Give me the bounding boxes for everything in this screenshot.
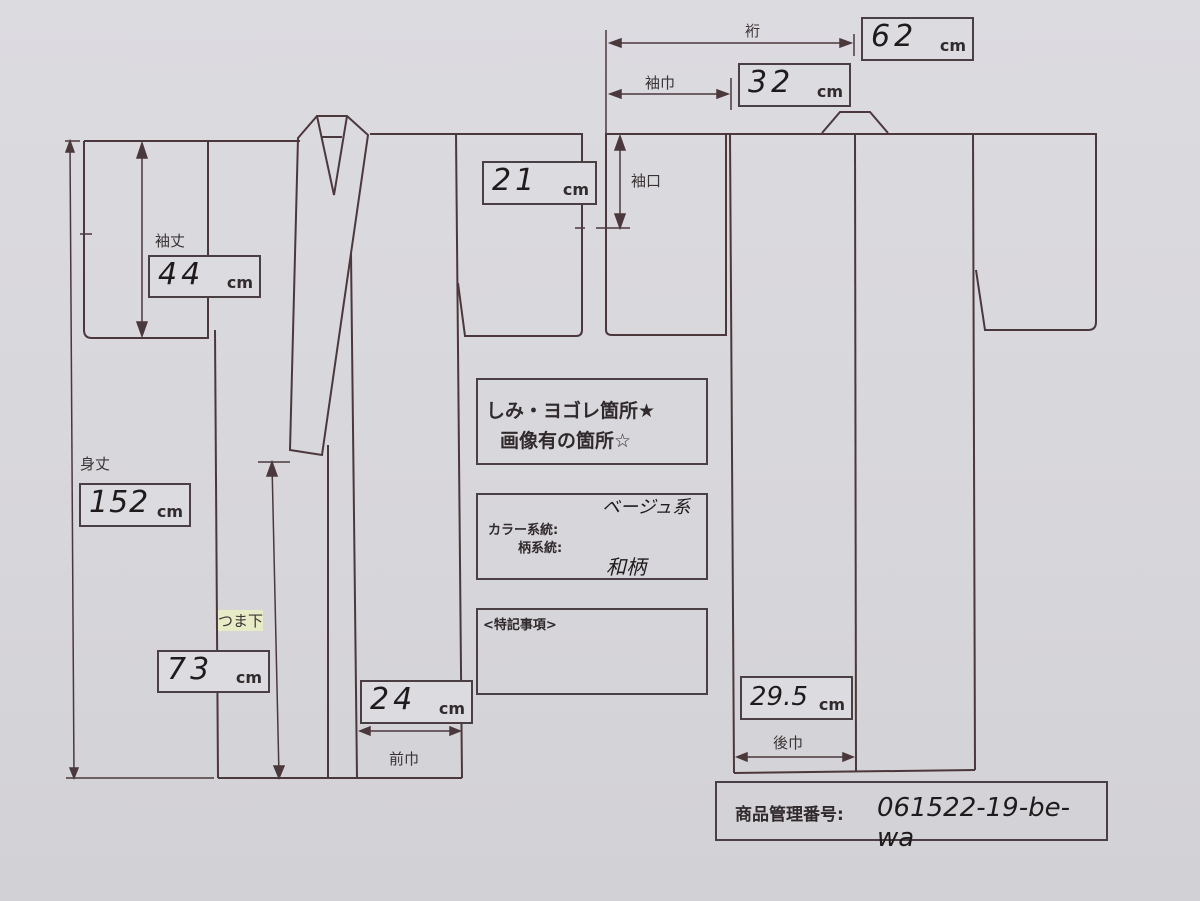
tsumashita-value: 73	[167, 652, 214, 687]
ushirohaba-unit: cm	[818, 695, 845, 714]
sodehaba-unit: cm	[816, 82, 843, 101]
front-right-sleeve	[456, 133, 583, 337]
yuki-value: 62	[871, 19, 918, 54]
label-sodehaba: 袖巾	[645, 74, 676, 92]
product-id-box[interactable]: 商品管理番号: 061522-19-be-wa	[715, 781, 1108, 853]
label-tsumashita: つま下	[218, 610, 264, 631]
sodeguchi-value: 21	[492, 163, 539, 198]
value-box-maehaba[interactable]: 24 cm	[360, 680, 473, 724]
label-maehaba: 前巾	[389, 750, 420, 768]
legend-image-line: 画像有の箇所☆	[500, 430, 632, 452]
value-box-sodeguchi[interactable]: 21 cm	[482, 161, 597, 205]
tsumashita-unit: cm	[235, 668, 262, 687]
back-right-sleeve	[975, 133, 1097, 331]
label-yuki: 裄	[745, 22, 761, 40]
value-box-mitake[interactable]: 152 cm	[79, 483, 191, 527]
front-left-sleeve	[83, 141, 209, 339]
legend-stain-line: しみ・ヨゴレ箇所★	[486, 400, 656, 422]
label-sodetake: 袖丈	[155, 232, 186, 250]
value-box-yuki[interactable]: 62 cm	[861, 17, 974, 61]
color-label: カラー系統:	[488, 523, 559, 538]
pattern-label: 柄系統:	[518, 541, 563, 556]
sodetake-value: 44	[158, 257, 205, 292]
maehaba-value: 24	[370, 682, 417, 717]
sodetake-unit: cm	[226, 273, 253, 292]
maehaba-unit: cm	[438, 699, 465, 718]
product-id-value: 061522-19-be-wa	[877, 793, 1070, 853]
label-sodeguchi: 袖口	[631, 172, 662, 190]
back-left-sleeve	[605, 133, 727, 336]
stain-legend-box: しみ・ヨゴレ箇所★ 画像有の箇所☆	[476, 378, 708, 465]
value-box-sodehaba[interactable]: 32 cm	[738, 63, 851, 107]
sodehaba-value: 32	[748, 65, 795, 100]
attributes-box: カラー系統: 柄系統: ベージュ系 和柄	[476, 493, 708, 580]
value-box-ushirohaba[interactable]: 29.5 cm	[740, 676, 853, 720]
mitake-unit: cm	[156, 502, 183, 521]
color-value: ベージュ系	[602, 497, 691, 518]
ushirohaba-value: 29.5	[750, 682, 808, 712]
sodeguchi-unit: cm	[562, 180, 589, 199]
mitake-value: 152	[89, 485, 150, 520]
front-collar	[288, 115, 370, 457]
label-ushirohaba: 後巾	[773, 734, 804, 752]
label-mitake: 身丈	[80, 455, 111, 473]
back-collar	[821, 111, 889, 134]
value-box-tsumashita[interactable]: 73 cm	[157, 650, 270, 693]
value-box-sodetake[interactable]: 44 cm	[148, 255, 261, 298]
special-notes-label: <特記事項>	[483, 618, 557, 633]
product-id-label: 商品管理番号:	[735, 805, 844, 825]
pattern-value: 和柄	[606, 555, 646, 579]
special-notes-box[interactable]: <特記事項>	[476, 608, 708, 695]
yuki-unit: cm	[939, 36, 966, 55]
